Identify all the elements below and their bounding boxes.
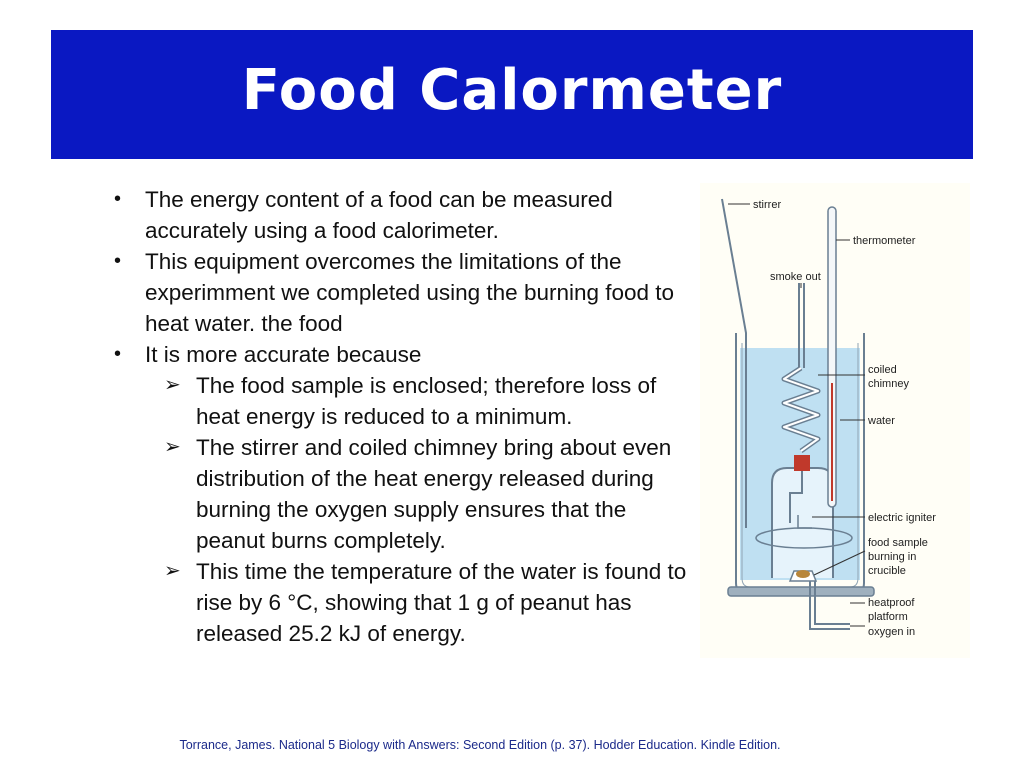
arrow-bullet-icon: ➢ [164,436,181,458]
bullet-marker: • [114,343,122,365]
coiled-chimney-inner [783,367,819,452]
bullet-item: • This equipment overcomes the limitatio… [112,246,692,339]
label-electric-igniter: electric igniter [868,512,936,524]
sub-bullet-item: ➢ This time the temperature of the water… [112,556,692,649]
label-oxygen-in: oxygen in [868,626,915,638]
bullet-text: This equipment overcomes the limitations… [145,249,675,336]
sub-bullet-item: ➢ The stirrer and coiled chimney bring a… [112,432,692,556]
label-thermometer: thermometer [853,235,916,247]
calorimeter-diagram: stirrer thermometer smoke out coiled chi… [700,183,970,658]
label-chimney: chimney [868,378,909,390]
bullet-list: • The energy content of a food can be me… [112,184,692,649]
bullet-text: It is more accurate because [145,342,422,367]
sub-bullet-text: This time the temperature of the water i… [196,559,687,646]
rubber-bung [794,455,810,471]
bullet-item: • The energy content of a food can be me… [112,184,692,246]
citation-text: Torrance, James. National 5 Biology with… [179,738,781,752]
label-heatproof: heatproof [868,597,915,609]
bullet-item: • It is more accurate because [112,339,692,370]
bullet-marker: • [114,250,122,272]
citation: Torrance, James. National 5 Biology with… [0,738,960,752]
label-food-sample: food sample [868,537,928,549]
arrow-bullet-icon: ➢ [164,560,181,582]
bullet-marker: • [114,188,122,210]
sub-bullet-text: The food sample is enclosed; therefore l… [196,373,657,429]
arrow-bullet-icon: ➢ [164,374,181,396]
label-burning-in: burning in [868,551,916,563]
oxygen-tube [809,581,850,630]
bullet-text: The energy content of a food can be meas… [145,187,613,243]
title-banner: Food Calormeter [51,30,973,159]
label-platform: platform [868,611,908,623]
slide-title: Food Calormeter [241,58,783,123]
label-smoke-out: smoke out [770,271,821,283]
peanut [796,570,810,578]
inner-tube [789,471,803,523]
calorimeter-svg: stirrer thermometer smoke out coiled chi… [721,198,936,638]
label-crucible: crucible [868,565,906,577]
sub-bullet-item: ➢ The food sample is enclosed; therefore… [112,370,692,432]
label-stirrer: stirrer [753,199,781,211]
thermometer [827,206,837,508]
leader-line [813,550,866,576]
oxygen-tube [814,581,850,625]
heatproof-platform [727,586,875,597]
sub-bullet-text: The stirrer and coiled chimney bring abo… [196,435,672,553]
stirrer-rod [721,198,747,528]
label-water: water [867,415,895,427]
label-coiled: coiled [868,364,897,376]
electric-igniter [797,515,812,529]
